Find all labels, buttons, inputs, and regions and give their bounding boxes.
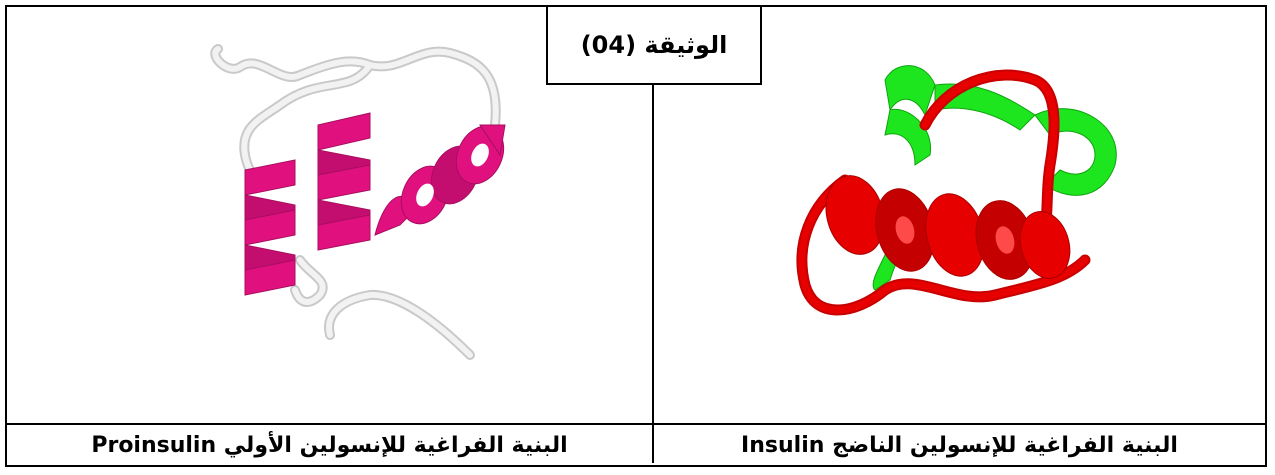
document-title: الوثيقة (04) xyxy=(581,31,728,59)
proinsulin-caption: البنية الفراغية للإنسولين الأولي Proinsu… xyxy=(7,425,652,465)
proinsulin-helix-2 xyxy=(318,113,370,250)
column-divider xyxy=(652,85,654,463)
document-title-box: الوثيقة (04) xyxy=(546,5,762,85)
insulin-structure-image xyxy=(775,55,1165,355)
proinsulin-helix-1 xyxy=(245,160,295,295)
insulin-caption: البنية الفراغية للإنسولين الناضج Insulin xyxy=(654,425,1265,465)
insulin-chain-b-helix xyxy=(818,169,1077,286)
proinsulin-structure-image xyxy=(200,35,530,375)
proinsulin-helix-3 xyxy=(375,119,513,235)
